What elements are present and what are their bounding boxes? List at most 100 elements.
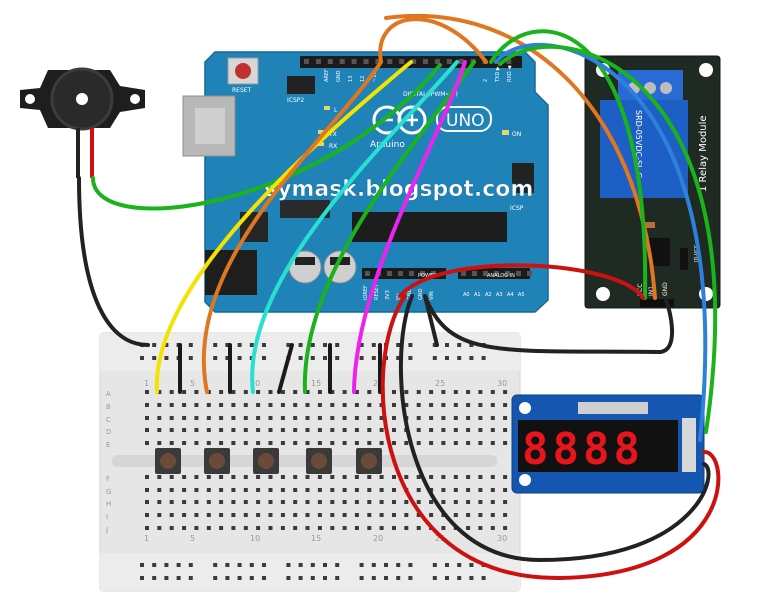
breadboard-hole bbox=[429, 475, 434, 479]
breadboard-hole bbox=[367, 441, 372, 445]
digital-pin bbox=[399, 59, 405, 64]
breadboard-hole bbox=[490, 441, 495, 445]
rail-hole bbox=[445, 343, 449, 347]
breadboard-hole bbox=[169, 500, 174, 504]
breadboard-hole bbox=[466, 488, 471, 492]
breadboard-hole bbox=[280, 428, 285, 432]
wire-green-relay bbox=[489, 29, 648, 300]
breadboard-hole bbox=[206, 500, 211, 504]
digital-pin bbox=[506, 59, 512, 64]
breadboard-hole bbox=[404, 390, 409, 394]
power-pin bbox=[483, 271, 488, 276]
breadboard-hole bbox=[404, 526, 409, 530]
jd-vcc-jumper bbox=[680, 248, 688, 270]
breadboard-hole bbox=[354, 416, 359, 420]
push-buttons bbox=[155, 448, 382, 474]
rail-hole bbox=[481, 576, 486, 580]
rail-hole bbox=[371, 563, 376, 567]
breadboard-hole bbox=[182, 441, 187, 445]
rail-hole bbox=[262, 563, 266, 567]
breadboard-hole bbox=[478, 390, 483, 394]
reset-label: RESET bbox=[232, 87, 252, 94]
breadboard-hole bbox=[317, 403, 322, 407]
breadboard-hole bbox=[268, 500, 273, 504]
txd-label: TXD ▶ bbox=[495, 66, 501, 83]
rail-hole bbox=[213, 343, 218, 347]
breadboard-hole bbox=[182, 403, 187, 407]
buzzer-hole bbox=[76, 93, 88, 105]
rail-hole bbox=[335, 563, 340, 567]
rail-hole bbox=[445, 576, 449, 580]
rail-hole bbox=[286, 576, 291, 580]
push-button-5[interactable] bbox=[356, 448, 382, 474]
breadboard-hole bbox=[354, 475, 359, 479]
breadboard-hole bbox=[466, 475, 471, 479]
rail-hole bbox=[140, 563, 144, 567]
breadboard-hole bbox=[305, 416, 310, 420]
row-label-g: G bbox=[106, 488, 111, 496]
push-button-1[interactable] bbox=[155, 448, 181, 474]
pin-2-label: 2 bbox=[483, 79, 489, 82]
rail-hole bbox=[237, 343, 242, 347]
breadboard-hole bbox=[219, 416, 224, 420]
rail-hole bbox=[262, 356, 266, 360]
row-label-f: F bbox=[106, 475, 110, 483]
breadboard-hole bbox=[404, 403, 409, 407]
tx-label: TX bbox=[328, 131, 337, 138]
breadboard-hole bbox=[194, 403, 199, 407]
gnd-pin-label: GND bbox=[336, 70, 342, 82]
rail-hole bbox=[298, 343, 303, 347]
wire-buzzer-gnd bbox=[77, 176, 150, 347]
breadboard-hole bbox=[231, 526, 236, 530]
breadboard-hole bbox=[330, 475, 335, 479]
rail-hole bbox=[457, 356, 462, 360]
breadboard-hole bbox=[453, 390, 458, 394]
breadboard-hole bbox=[392, 500, 396, 504]
breadboard-hole bbox=[243, 526, 248, 530]
breadboard-hole bbox=[441, 488, 446, 492]
breadboard-hole bbox=[256, 441, 261, 445]
rail-hole bbox=[152, 343, 157, 347]
rail-hole bbox=[323, 343, 327, 347]
breadboard-hole bbox=[305, 390, 310, 394]
push-button-4[interactable] bbox=[306, 448, 332, 474]
breadboard-hole bbox=[416, 390, 421, 394]
breadboard-hole bbox=[466, 526, 471, 530]
breadboard-hole bbox=[354, 526, 359, 530]
icsp-header bbox=[512, 163, 534, 193]
push-button-3[interactable] bbox=[253, 448, 279, 474]
relay-cube bbox=[600, 100, 688, 198]
rail-hole bbox=[481, 356, 486, 360]
relay-vcc-label: VCC bbox=[637, 284, 644, 296]
wire-buzzer-signal bbox=[91, 63, 442, 211]
v33-label: 3V3 bbox=[385, 290, 391, 300]
power-pin bbox=[516, 271, 521, 276]
breadboard-hole bbox=[317, 488, 322, 492]
breadboard-hole bbox=[293, 416, 298, 420]
rail-hole bbox=[432, 563, 437, 567]
relay-header bbox=[640, 299, 674, 307]
ioref-label: IOREF bbox=[363, 285, 369, 300]
breadboard-hole bbox=[256, 488, 261, 492]
breadboard-hole bbox=[293, 390, 298, 394]
uno-badge bbox=[436, 106, 492, 132]
breadboard-hole bbox=[157, 428, 162, 432]
breadboard-hole bbox=[305, 500, 310, 504]
jumper-3 bbox=[277, 343, 294, 394]
rail-hole bbox=[408, 356, 413, 360]
breadboard-hole bbox=[503, 488, 508, 492]
breadboard-hole bbox=[429, 428, 434, 432]
l-led bbox=[324, 106, 330, 110]
breadboard-hole bbox=[392, 488, 396, 492]
row-label-c: C bbox=[106, 416, 111, 424]
breadboard-hole bbox=[478, 441, 483, 445]
col-label-10-bottom: 10 bbox=[250, 534, 260, 543]
breadboard-hole bbox=[441, 403, 446, 407]
breadboard-hole bbox=[206, 488, 211, 492]
rail-hole bbox=[384, 563, 388, 567]
breadboard-hole bbox=[330, 513, 335, 517]
breadboard-hole bbox=[342, 513, 347, 517]
breadboard-hole bbox=[354, 488, 359, 492]
push-button-2[interactable] bbox=[204, 448, 230, 474]
breadboard-hole bbox=[256, 390, 261, 394]
